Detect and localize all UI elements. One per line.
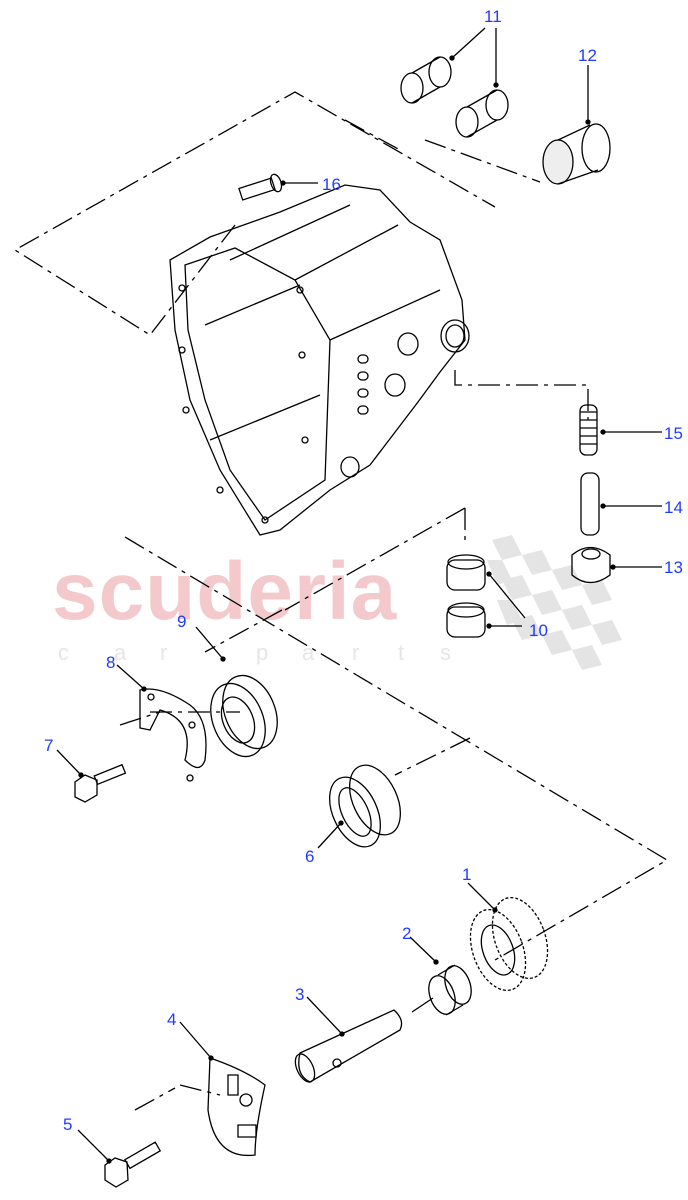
watermark-letter: r [160,640,168,665]
watermark-letter: c [58,640,69,665]
callout-14[interactable]: 14 [664,498,683,517]
assembly-lines [15,92,667,1110]
watermark-letter: a [302,640,315,665]
watermark-letter: a [114,640,127,665]
flange-bolt-icon[interactable] [78,1130,160,1187]
callout-13[interactable]: 13 [664,558,683,577]
watermark-letter: p [256,640,269,665]
callout-2[interactable]: 2 [402,924,412,943]
plunger-icon[interactable] [581,473,662,535]
needle-roller-bearing-icon[interactable] [410,937,476,1018]
dowel-bush-icon[interactable] [447,555,525,637]
callout-3[interactable]: 3 [295,985,305,1004]
transfer-case-housing-icon[interactable] [170,185,469,535]
callout-5[interactable]: 5 [63,1115,73,1134]
ball-bearing-icon[interactable] [196,627,287,765]
watermark-letter: r [352,640,360,665]
callout-1[interactable]: 1 [462,865,472,884]
watermark-flag-icon [487,535,622,670]
watermark-letter: t [398,640,405,665]
callout-11[interactable]: 11 [484,7,502,26]
callout-16[interactable]: 16 [322,175,341,194]
retaining-plate-icon[interactable] [180,1022,265,1155]
watermark-brand: scuderia [52,546,398,637]
bush-icon[interactable] [401,28,508,137]
callout-12[interactable]: 12 [578,46,597,65]
watermark-letter: s [440,640,451,665]
flanged-bush-icon[interactable] [543,65,610,184]
callout-4[interactable]: 4 [167,1010,177,1029]
callout-9[interactable]: 9 [177,612,187,631]
callout-6[interactable]: 6 [305,847,315,866]
gear-icon[interactable] [460,883,558,998]
flange-bolt-icon[interactable] [57,750,125,802]
plug-icon[interactable] [572,548,662,583]
callout-10[interactable]: 10 [529,621,548,640]
roller-bearing-icon[interactable] [318,757,411,855]
shaft-icon[interactable] [291,997,433,1085]
spring-icon[interactable] [580,405,662,455]
callout-7[interactable]: 7 [44,736,54,755]
callout-8[interactable]: 8 [106,653,116,672]
bearing-retainer-icon[interactable] [117,665,206,781]
bolt-icon[interactable] [239,173,318,200]
callout-15[interactable]: 15 [664,424,683,443]
